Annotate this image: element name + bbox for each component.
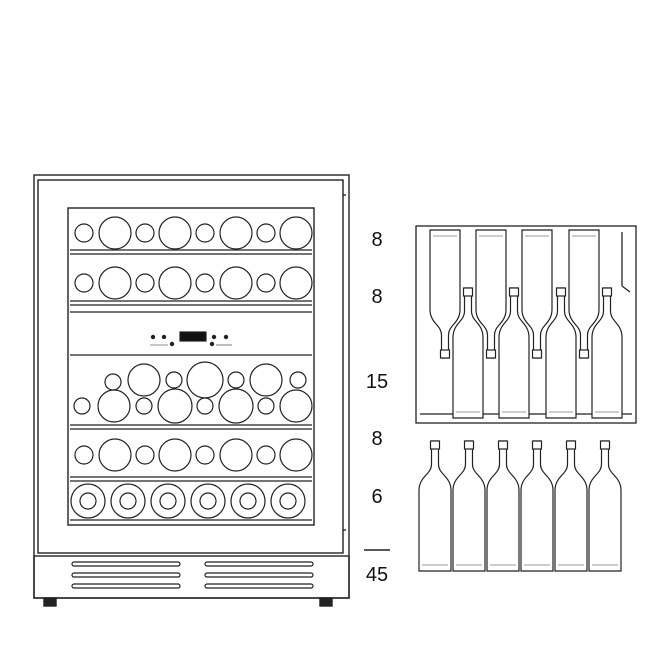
bottle-end	[157, 388, 193, 424]
glass-panel	[67, 207, 315, 526]
rack-frame	[415, 225, 637, 424]
bottle-end	[98, 216, 132, 250]
wine-bottle-icon	[554, 440, 588, 572]
rack-bottles	[429, 229, 623, 419]
bottle-end-neck	[150, 483, 186, 519]
bottle-neck-end	[196, 397, 214, 415]
bottle-neck-end	[74, 445, 94, 465]
bottle-neck-end	[104, 373, 122, 391]
bottle-end-neck	[190, 483, 226, 519]
bottle-neck-end	[195, 223, 215, 243]
shelf-count-5: 6	[371, 486, 382, 508]
wine-bottle-icon	[486, 440, 520, 572]
bottle-neck-end	[195, 445, 215, 465]
bottle-neck-end	[256, 223, 276, 243]
bottle-neck-end	[289, 371, 307, 389]
wine-bottle-icon	[498, 287, 530, 419]
bottle-neck-end	[165, 371, 183, 389]
shelf-count-2: 8	[371, 286, 382, 308]
wine-bottle-icon	[520, 440, 554, 572]
bottle-end	[279, 389, 313, 423]
bottle-neck-end	[256, 445, 276, 465]
wine-bottle-icon	[475, 229, 507, 359]
total-count: 45	[366, 564, 388, 586]
bottle-neck-end	[135, 445, 155, 465]
bottle-neck-end	[257, 397, 275, 415]
bottle-neck-end	[195, 273, 215, 293]
bottle-end	[279, 438, 313, 472]
vent-grille	[71, 561, 314, 589]
foot-right	[319, 597, 333, 607]
bottle-end-neck	[110, 483, 146, 519]
wine-bottle-icon	[429, 229, 461, 359]
bottle-end	[98, 438, 132, 472]
wine-cooler-front-icon	[33, 174, 350, 607]
bottle-end	[279, 266, 313, 300]
shelf-count-labels: 8 8 15 8 6 45	[364, 229, 390, 586]
shelf-rails	[70, 249, 312, 521]
loose-bottles	[418, 440, 622, 572]
bottle-end	[186, 361, 224, 399]
door-frame	[37, 179, 344, 554]
temperature-display	[179, 331, 207, 342]
wine-bottle-icon	[591, 287, 623, 419]
bottle-neck-end	[73, 397, 91, 415]
bottle-end	[219, 438, 253, 472]
bottle-end	[249, 363, 283, 397]
shelf-count-1: 8	[371, 229, 382, 251]
cabinet-bottles	[70, 216, 313, 519]
bottle-end	[158, 438, 192, 472]
bottle-end-neck	[230, 483, 266, 519]
wine-bottle-icon	[568, 229, 600, 359]
bottle-neck-end	[74, 273, 94, 293]
bottle-end	[127, 363, 161, 397]
bottle-neck-end	[227, 371, 245, 389]
bottle-neck-end	[74, 223, 94, 243]
bottle-end	[98, 266, 132, 300]
bottle-end	[158, 216, 192, 250]
bottle-neck-end	[256, 273, 276, 293]
control-panel	[70, 311, 312, 356]
wine-bottle-icon	[545, 287, 577, 419]
bottle-end	[158, 266, 192, 300]
bottle-end	[279, 216, 313, 250]
shelf-count-4: 8	[371, 428, 382, 450]
foot-left	[43, 597, 57, 607]
wine-bottle-icon	[452, 440, 486, 572]
bottle-neck-end	[135, 397, 153, 415]
bottle-end	[219, 216, 253, 250]
bottle-end	[97, 389, 131, 423]
wine-bottle-icon	[452, 287, 484, 419]
base-panel	[33, 555, 350, 599]
shelf-count-3: 15	[366, 371, 388, 393]
wine-bottle-icon	[588, 440, 622, 572]
bottle-neck-end	[135, 223, 155, 243]
bottle-end-neck	[270, 483, 306, 519]
bottle-end	[219, 266, 253, 300]
bottle-neck-end	[135, 273, 155, 293]
wine-bottle-icon	[418, 440, 452, 572]
wine-bottle-icon	[521, 229, 553, 359]
bottle-end	[218, 388, 254, 424]
bottle-end-neck	[70, 483, 106, 519]
